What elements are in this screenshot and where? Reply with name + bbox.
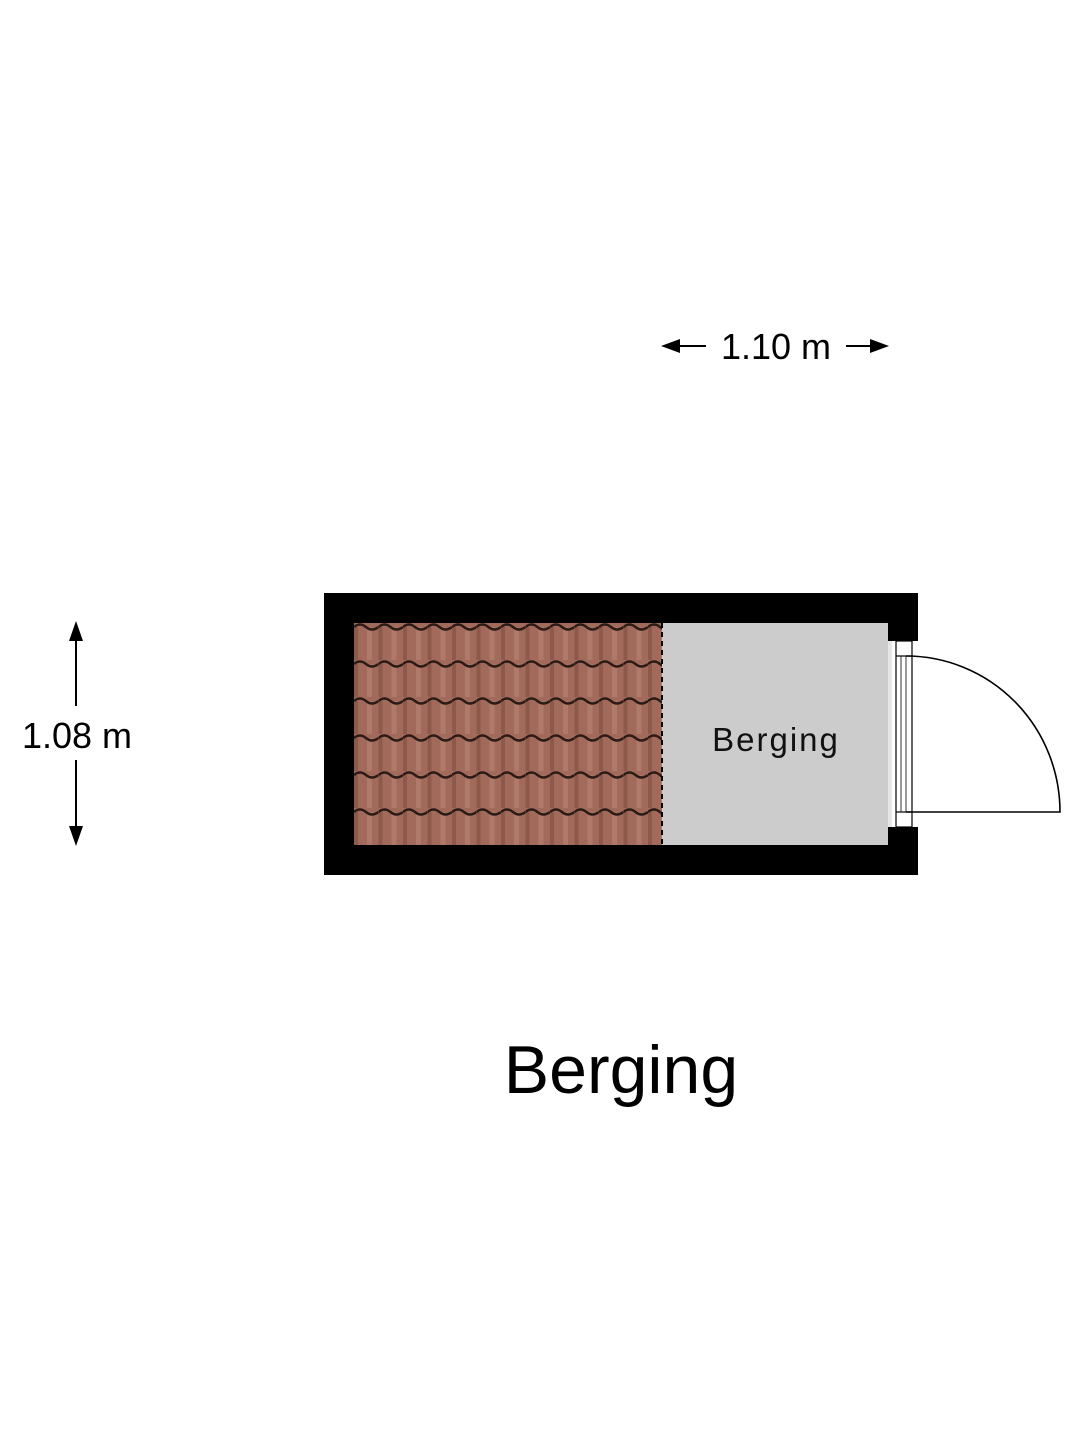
room-label: Berging <box>712 721 840 758</box>
door-sill <box>895 640 913 828</box>
height-label: 1.08 m <box>22 715 132 756</box>
room-floor <box>662 623 888 845</box>
height-dimension: 1.08 m <box>22 621 132 846</box>
roof-tile-area <box>354 623 662 845</box>
width-dimension: 1.10 m <box>661 326 889 367</box>
plan-title: Berging <box>504 1032 738 1108</box>
width-label: 1.10 m <box>721 326 831 367</box>
door-swing-arc <box>905 655 1061 813</box>
door-frame <box>888 641 892 827</box>
